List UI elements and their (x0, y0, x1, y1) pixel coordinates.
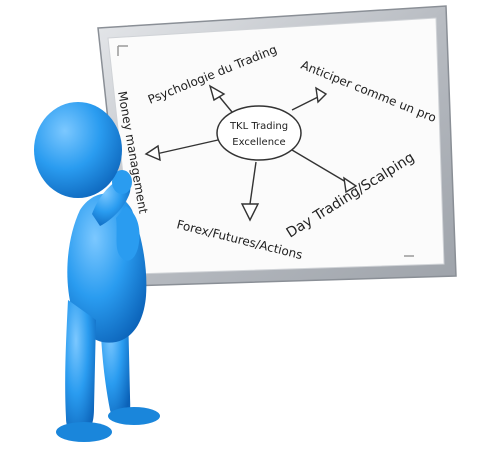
connector-forex (249, 161, 257, 205)
arrowhead-psychologie (208, 84, 226, 102)
mind-map-connectors (155, 94, 347, 205)
whiteboard: TKL Trading Excellence Psychologie du Tr… (97, 5, 457, 287)
arrowhead-money (144, 144, 161, 162)
connector-money (155, 139, 219, 155)
arrowhead-day-trading (343, 176, 358, 194)
blue-figure (34, 102, 160, 442)
figure-back-foot (108, 407, 160, 425)
figure-front-leg (65, 300, 96, 435)
figure-rear-arm (116, 206, 140, 261)
mind-map-arrowheads (144, 84, 358, 222)
connector-psychologie (217, 94, 233, 113)
arrowhead-anticiper (315, 86, 328, 104)
figure-hand (112, 170, 132, 194)
connector-anticiper (291, 96, 319, 111)
figure-front-foot (56, 422, 112, 442)
arrowhead-forex (240, 203, 260, 222)
center-node-ellipse (216, 105, 302, 161)
center-node-line1: TKL Trading (229, 121, 288, 132)
figure-head (34, 102, 122, 198)
corner-mark-top-left (117, 45, 128, 56)
center-node-line2: Excellence (232, 137, 285, 148)
connector-day-trading (291, 149, 347, 183)
